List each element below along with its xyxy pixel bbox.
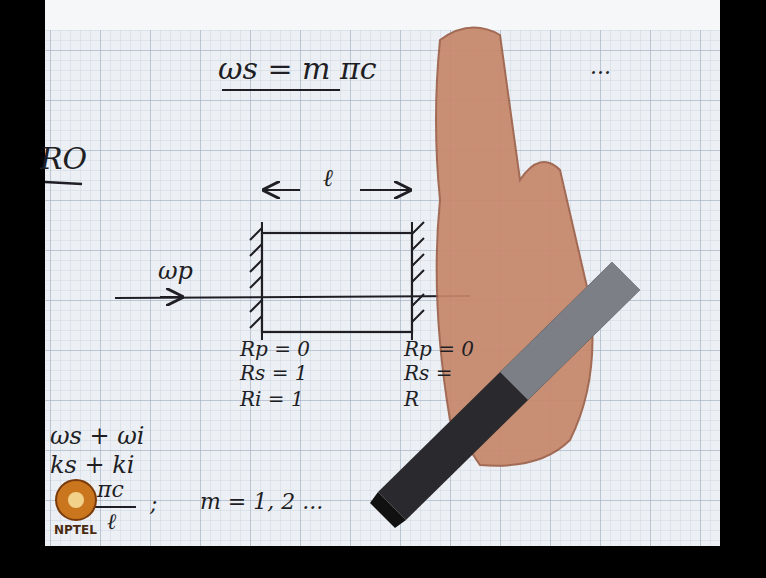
mirror-left	[250, 222, 262, 340]
index-range: m = 1, 2 ...	[200, 490, 323, 514]
ellipsis: ...	[590, 55, 611, 79]
reflectivity: Ri = 1	[240, 388, 304, 410]
separator: ;	[150, 492, 157, 516]
fraction-bottom: ℓ	[107, 510, 116, 534]
energy-relation: ωs + ωi	[50, 423, 145, 449]
pump-beam	[115, 296, 470, 298]
reflectivity: R	[404, 388, 419, 410]
underline	[45, 182, 82, 184]
grid	[45, 30, 720, 546]
reflectivity: Rp = 0	[404, 338, 474, 360]
beam-arrow	[160, 296, 182, 298]
crystal-box	[262, 233, 412, 332]
fraction-top: πc	[97, 478, 124, 502]
marker-pen	[370, 262, 640, 528]
logo-text: NPTEL	[54, 524, 97, 537]
section-heading: RO	[40, 142, 87, 175]
paper	[45, 0, 720, 546]
paper-top	[45, 0, 720, 30]
logo-emblem	[56, 480, 96, 520]
momentum-relation: ks + ki	[50, 452, 134, 478]
length-symbol: ℓ	[323, 165, 333, 191]
length-arrow	[264, 189, 300, 191]
reflectivity: Rp = 0	[240, 338, 310, 360]
pump-label: ωp	[158, 258, 193, 284]
length-arrow	[360, 189, 410, 191]
fraction-bar	[222, 89, 340, 91]
reflectivity: Rs = 1	[240, 362, 308, 384]
mirror-right	[412, 222, 424, 340]
equation: ωs = m πc	[218, 52, 377, 85]
reflectivity: Rs =	[404, 362, 452, 384]
fraction-bar	[94, 506, 136, 508]
